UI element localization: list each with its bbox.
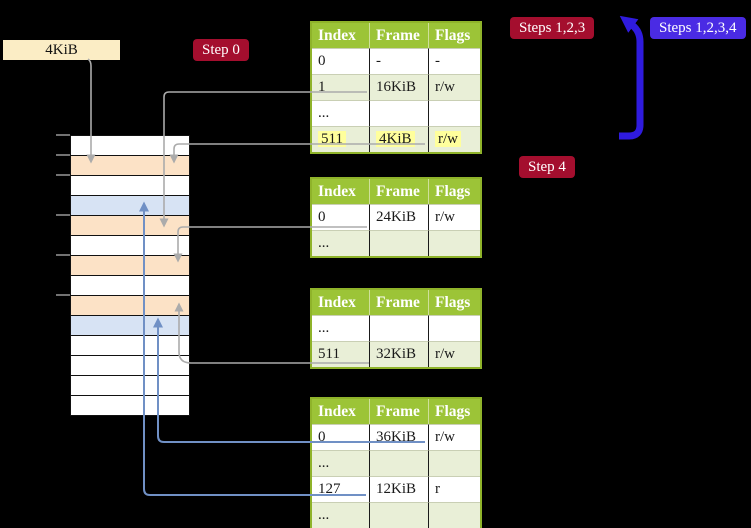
- table-cell: ...: [312, 450, 369, 476]
- memory-page-row: [71, 256, 189, 276]
- table-cell: 4KiB: [369, 126, 428, 152]
- table-cell: 12KiB: [369, 476, 428, 502]
- table-header-cell: Frame: [369, 179, 428, 204]
- memory-page-row: [71, 276, 189, 296]
- memory-page-row: [71, 396, 189, 416]
- table-header-cell: Index: [312, 399, 369, 424]
- step4-label: Step 4: [519, 156, 575, 178]
- highlighted-value: 511: [318, 131, 346, 147]
- table-cell: 0: [312, 204, 369, 230]
- step0-label: Step 0: [193, 39, 249, 61]
- table-cell: [369, 450, 428, 476]
- page-size-label: 4KiB: [45, 42, 78, 58]
- memory-page-row: [71, 356, 189, 376]
- table-cell: 16KiB: [369, 74, 428, 100]
- table-cell: 32KiB: [369, 341, 428, 367]
- physical-memory-stack: [70, 135, 190, 416]
- memory-page-row: [71, 176, 189, 196]
- memory-page-row: [71, 316, 189, 336]
- table-cell: ...: [312, 100, 369, 126]
- table-cell: [369, 230, 428, 256]
- table-header-cell: Index: [312, 290, 369, 315]
- memory-page-row: [71, 216, 189, 236]
- table-header-cell: Flags: [428, 290, 480, 315]
- table-cell: [428, 230, 480, 256]
- table-header-cell: Frame: [369, 23, 428, 48]
- steps123-label: Steps 1,2,3: [510, 17, 595, 39]
- table-header-cell: Frame: [369, 399, 428, 424]
- table-header-cell: Frame: [369, 290, 428, 315]
- table-cell: 0: [312, 48, 369, 74]
- table-cell: 24KiB: [369, 204, 428, 230]
- table-cell: r/w: [428, 341, 480, 367]
- table-cell: [369, 100, 428, 126]
- highlighted-value: 4KiB: [376, 131, 415, 147]
- table-cell: [428, 450, 480, 476]
- table-cell: ...: [312, 315, 369, 341]
- table-cell: 127: [312, 476, 369, 502]
- table-cell: -: [369, 48, 428, 74]
- address-ticks: [56, 134, 70, 296]
- table-cell: r/w: [428, 204, 480, 230]
- memory-page-row: [71, 376, 189, 396]
- memory-page-row: [71, 236, 189, 256]
- memory-page-row: [71, 296, 189, 316]
- table-cell: -: [428, 48, 480, 74]
- table-cell: r/w: [428, 74, 480, 100]
- memory-page-row: [71, 136, 189, 156]
- table-header-cell: Index: [312, 179, 369, 204]
- memory-page-row: [71, 156, 189, 176]
- table-header-cell: Flags: [428, 23, 480, 48]
- table-header-cell: Flags: [428, 399, 480, 424]
- table-cell: [369, 315, 428, 341]
- table-cell: [428, 502, 480, 528]
- steps1234-label: Steps 1,2,3,4: [650, 17, 746, 39]
- table-cell: ...: [312, 502, 369, 528]
- big-steps-arrow: [619, 15, 644, 140]
- highlighted-value: r/w: [435, 131, 461, 147]
- table-cell: r: [428, 476, 480, 502]
- table-header-cell: Index: [312, 23, 369, 48]
- table-cell: 1: [312, 74, 369, 100]
- table-cell: [369, 502, 428, 528]
- table-cell: 0: [312, 424, 369, 450]
- table-cell: ...: [312, 230, 369, 256]
- table-cell: r/w: [428, 126, 480, 152]
- memory-page-row: [71, 336, 189, 356]
- table-cell: r/w: [428, 424, 480, 450]
- page-size-box: 4KiB: [3, 40, 120, 60]
- table-cell: 511: [312, 126, 369, 152]
- table-cell: [428, 100, 480, 126]
- table-cell: [428, 315, 480, 341]
- table-cell: 511: [312, 341, 369, 367]
- table-cell: 36KiB: [369, 424, 428, 450]
- table-header-cell: Flags: [428, 179, 480, 204]
- memory-page-row: [71, 196, 189, 216]
